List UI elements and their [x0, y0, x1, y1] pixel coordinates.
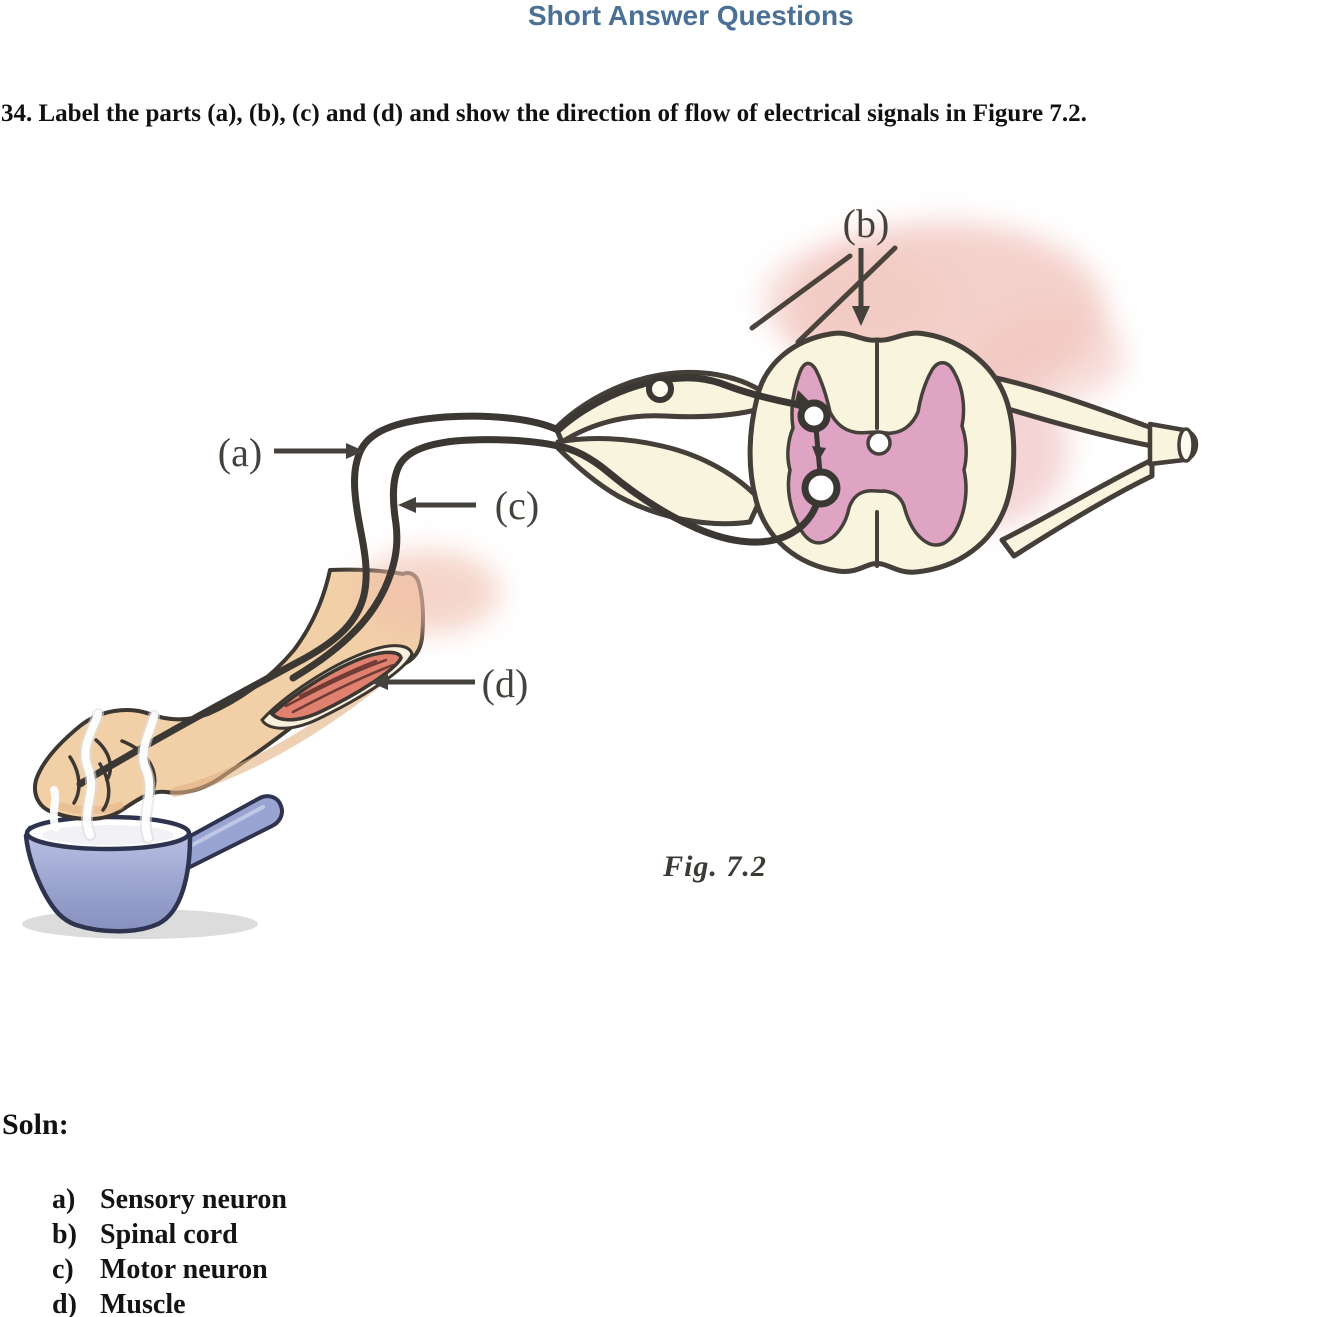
label-b-arrowhead — [852, 306, 870, 326]
answer-text: Muscle — [100, 1289, 186, 1317]
label-b: (b) — [843, 201, 890, 326]
spinal-nerve-stub-cap — [1177, 427, 1195, 463]
sensory-neuron-path — [76, 374, 818, 788]
saucepan — [22, 794, 284, 939]
answer-letter: b) — [52, 1219, 77, 1250]
label-d-arrowhead — [370, 674, 388, 690]
pan-interior — [42, 825, 174, 845]
pan-handle — [170, 794, 284, 872]
back-line — [749, 253, 853, 331]
back-line — [795, 245, 898, 345]
synapse-upper — [797, 399, 831, 433]
muscle-striation — [298, 659, 378, 698]
figure-caption: Fig. 7.2 — [663, 850, 767, 883]
reflex-arc-figure: (b) (a) (c) (d) — [22, 201, 1199, 939]
label-d: (d) — [370, 661, 528, 706]
motor-neuron-path — [289, 436, 824, 682]
ventral-root-band — [555, 436, 763, 527]
steam — [49, 708, 160, 844]
dorsal-root-ganglion — [646, 375, 674, 403]
steam-wisp — [49, 786, 60, 832]
soln-heading: Soln: — [2, 1108, 69, 1141]
central-canal — [866, 430, 892, 456]
page-title: Short Answer Questions — [528, 0, 854, 31]
arm — [33, 550, 500, 821]
answer-row-c: c) Motor neuron — [52, 1252, 287, 1287]
label-a-text: (a) — [218, 430, 262, 475]
label-a-arrowhead — [346, 443, 364, 459]
finger-crease — [94, 738, 113, 782]
muscle-striations — [284, 658, 395, 714]
right-root-band-lower — [999, 457, 1155, 559]
label-c-arrowhead — [398, 497, 416, 513]
muscle-striation — [291, 663, 395, 714]
label-a: (a) — [218, 430, 364, 475]
synapse-lower — [801, 468, 841, 508]
steam-wisp — [139, 712, 158, 842]
answer-row-b: b) Spinal cord — [52, 1217, 287, 1252]
steam-wisp — [81, 710, 102, 839]
label-c: (c) — [398, 483, 539, 528]
figure-labels: (b) (a) (c) (d) — [218, 201, 890, 706]
answer-text: Spinal cord — [100, 1219, 238, 1250]
label-c-text: (c) — [495, 483, 539, 528]
arm-cut-pink-fade — [356, 550, 500, 634]
answer-row-d: d) Muscle — [52, 1287, 287, 1317]
answer-letter: c) — [52, 1254, 74, 1285]
muscle — [269, 650, 403, 722]
answer-text: Sensory neuron — [100, 1184, 287, 1215]
question-text: 34. Label the parts (a), (b), (c) and (d… — [1, 100, 1087, 127]
answer-letter: a) — [52, 1184, 76, 1215]
answer-text: Motor neuron — [100, 1254, 268, 1285]
pan-handle-highlight — [179, 805, 265, 853]
answer-row-a: a) Sensory neuron — [52, 1182, 287, 1217]
flow-arrowhead — [794, 390, 812, 406]
back-sketch-lines — [749, 245, 898, 345]
flow-arrowhead — [812, 446, 826, 462]
answer-letter: d) — [52, 1289, 77, 1317]
neuron-cell-bodies — [646, 375, 841, 508]
label-b-text: (b) — [843, 201, 890, 246]
pan-body — [23, 825, 193, 934]
answers-list: a) Sensory neuron b) Spinal cord c) Moto… — [52, 1182, 287, 1317]
label-d-text: (d) — [482, 661, 529, 706]
pink-shade-blob — [760, 245, 950, 355]
muscle-striation — [284, 658, 388, 708]
